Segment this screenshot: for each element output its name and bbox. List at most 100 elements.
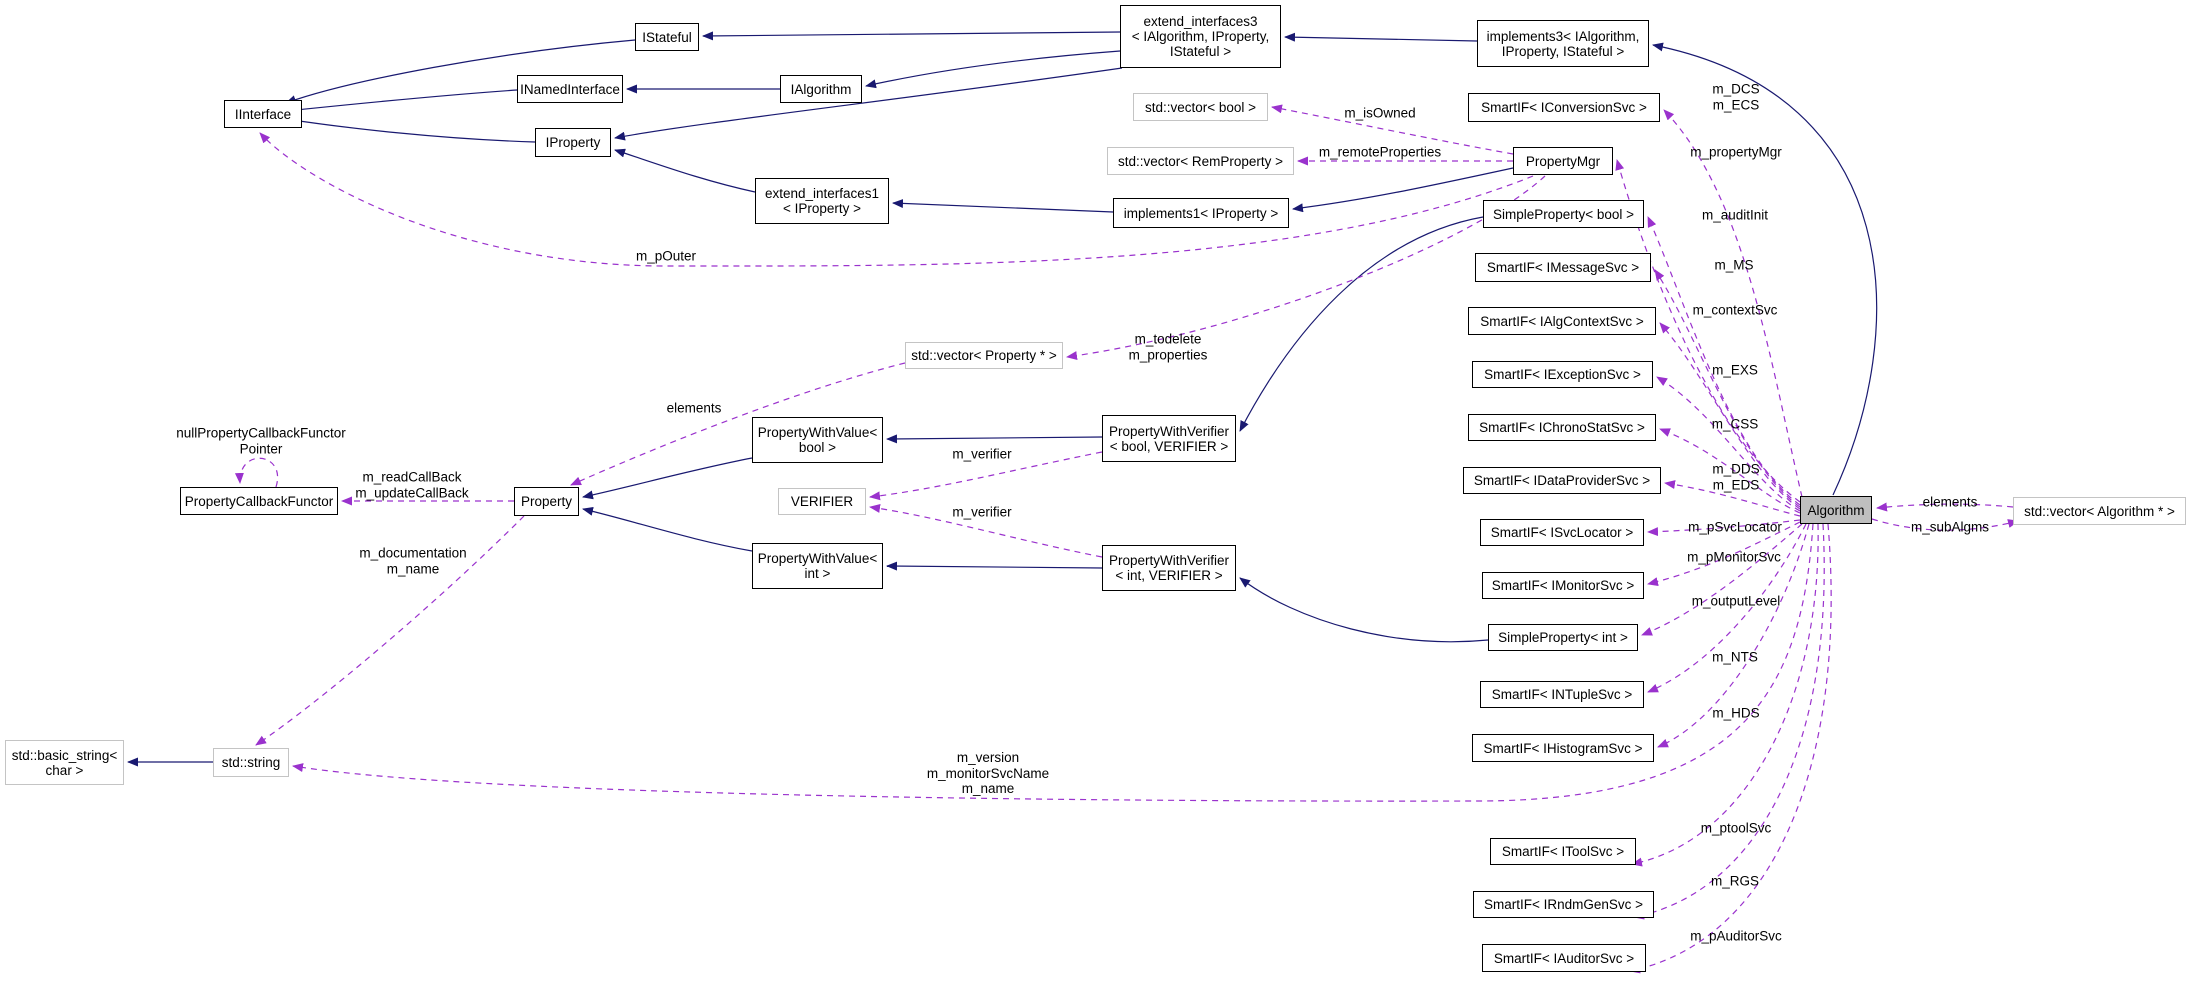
node-vec_property: std::vector< Property * > [905,342,1063,369]
node-property[interactable]: Property [514,487,579,516]
edge-label-u_alg_monitor: m_pMonitorSvc [1687,549,1781,565]
edge-label-u_alg_spint: m_outputLevel [1691,593,1781,609]
edge-label-u_alg_algcontext: m_contextSvc [1692,302,1778,318]
edge-u_alg_dataprovider [1664,480,1801,517]
edge-s_ext3_ialg [865,50,1121,89]
edge-s_impl1_ext1 [892,199,1114,213]
node-smartif_algcontext[interactable]: SmartIF< IAlgContextSvc > [1468,307,1656,335]
edge-label-u_alg_exception: m_EXS [1712,362,1758,378]
edge-label-u_alg_histogram: m_HDS [1712,705,1760,721]
node-pwver_bool[interactable]: PropertyWithVerifier < bool, VERIFIER > [1102,415,1236,462]
edge-s_ext1_iprop [614,148,756,193]
node-impl1[interactable]: implements1< IProperty > [1113,198,1289,228]
edge-s_pwvi_prop [582,506,753,552]
edge-u_pcf_pcf [234,457,279,488]
edge-label-u_alg_vecalg: m_subAlgms [1910,519,1990,535]
edge-label-u_alg_string: m_version m_monitorSvcName m_name [926,749,1050,796]
edge-label-u_alg_tool: m_ptoolSvc [1700,820,1772,836]
edge-label-u_alg_message: m_MS [1714,257,1754,273]
edge-s_pmgr_impl1 [1292,167,1514,213]
edge-s_inamed_iinterface [285,89,518,115]
node-simpleprop_int[interactable]: SimpleProperty< int > [1488,624,1638,651]
edge-u_alg_tool [1631,523,1819,867]
node-pwver_int[interactable]: PropertyWithVerifier < int, VERIFIER > [1102,545,1236,591]
node-smartif_histogram[interactable]: SmartIF< IHistogramSvc > [1472,734,1654,762]
node-inamedinterface[interactable]: INamedInterface [517,75,623,103]
node-algorithm: Algorithm [1800,496,1872,524]
node-pwv_int[interactable]: PropertyWithValue< int > [752,543,883,589]
node-impl3[interactable]: implements3< IAlgorithm, IProperty, ISta… [1477,20,1649,67]
node-smartif_auditor[interactable]: SmartIF< IAuditorSvc > [1482,944,1646,972]
node-smartif_svclocator[interactable]: SmartIF< ISvcLocator > [1480,519,1644,546]
edge-u_alg_spbool [1647,216,1801,506]
edge-s_pwverb_pwvb [886,434,1103,444]
node-vec_remprop: std::vector< RemProperty > [1107,147,1294,175]
node-ext1[interactable]: extend_interfaces1 < IProperty > [755,178,889,224]
edge-s_istateful_iinterface [285,39,636,104]
edge-label-u_pwverb_verifier: m_verifier [952,446,1012,462]
edge-s_alg_impl3 [1652,42,1878,496]
edge-s_impl3_ext3 [1284,32,1478,42]
edge-s_iprop_iinterface [285,116,536,143]
node-smartif_dataprovider[interactable]: SmartIF< IDataProviderSvc > [1463,467,1661,494]
edge-u_vecprop_prop [570,362,906,486]
edge-u_alg_spint [1641,523,1803,636]
edge-u_alg_svclocator [1647,519,1801,537]
edge-label-u_pwveri_verifier: m_verifier [952,504,1012,520]
node-ext3[interactable]: extend_interfaces3 < IAlgorithm, IProper… [1120,5,1281,68]
edge-u_alg_rndmgen [1633,523,1825,920]
node-iproperty[interactable]: IProperty [535,128,611,157]
edge-u_alg_chronostat [1659,428,1801,514]
edge-label-u_pmgr_vecprop: m_todelete m_properties [1128,331,1208,363]
edge-u_pwverb_verifier [869,451,1103,501]
edge-s_pwveri_pwvi [886,561,1103,571]
edge-s_ext3_iprop [614,67,1123,141]
edge-label-u_prop_pcf: m_readCallBack m_updateCallBack [355,469,469,501]
node-smartif_ntuple[interactable]: SmartIF< INTupleSvc > [1480,681,1644,708]
edge-label-u_prop_string: m_documentation m_name [359,545,467,577]
node-pcf[interactable]: PropertyCallbackFunctor [180,487,338,515]
node-smartif_tool[interactable]: SmartIF< IToolSvc > [1490,838,1636,865]
node-smartif_rndmgen[interactable]: SmartIF< IRndmGenSvc > [1473,891,1654,918]
edge-s_pwvb_prop [582,457,753,500]
edge-u_alg_algcontext [1659,322,1801,510]
edge-label-u_alg_ntuple: m_NTS [1712,649,1758,665]
edge-label-u_alg_spbool: m_auditInit [1701,207,1769,223]
edge-u_vecalg_alg [1876,502,2014,512]
edge-u_alg_string [292,523,1814,802]
edge-label-u_alg_rndmgen: m_RGS [1710,873,1760,889]
edge-u_pwveri_verifier [869,504,1103,558]
edge-u_alg_exception [1656,376,1801,512]
node-propertymgr[interactable]: PropertyMgr [1513,147,1613,175]
node-iinterface[interactable]: IInterface [224,100,302,128]
edge-label-u_alg_conversion: m_DCS m_ECS [1712,81,1760,113]
edge-u_alg_message [1654,269,1801,508]
edge-label-u_vecalg_alg: elements [1922,494,1978,510]
edge-u_pmgr_vecbool [1271,104,1514,155]
edge-u_pmgr_iinterface [259,132,1534,267]
edge-label-u_alg_pmgr: m_propertyMgr [1690,144,1782,160]
edge-s_spb_pwverb [1239,216,1484,432]
node-vec_algorithm: std::vector< Algorithm * > [2013,497,2186,525]
node-smartif_exception[interactable]: SmartIF< IExceptionSvc > [1472,361,1653,388]
node-istateful[interactable]: IStateful [635,23,699,51]
edge-u_alg_auditor [1629,523,1832,974]
node-smartif_conversion[interactable]: SmartIF< IConversionSvc > [1468,93,1660,122]
node-smartif_chronostat[interactable]: SmartIF< IChronoStatSvc > [1468,414,1656,441]
node-pwv_bool[interactable]: PropertyWithValue< bool > [752,417,883,463]
edge-s_spi_pwveri [1239,577,1489,643]
edge-u_prop_string [255,515,525,746]
node-simpleprop_bool[interactable]: SimpleProperty< bool > [1483,200,1644,228]
node-smartif_message[interactable]: SmartIF< IMessageSvc > [1475,253,1651,282]
edge-label-u_alg_dataprovider: m_DDS m_EDS [1712,461,1760,493]
edge-s_ext3_istateful [702,31,1121,41]
edge-label-u_alg_chronostat: m_CSS [1711,416,1759,432]
node-vec_bool: std::vector< bool > [1133,93,1268,121]
edge-label-u_pmgr_iinterface: m_pOuter [635,248,697,264]
node-basic_string: std::basic_string< char > [5,740,124,785]
node-ialgorithm[interactable]: IAlgorithm [780,75,862,103]
edge-label-u_alg_svclocator: m_pSvcLocator [1688,519,1782,535]
node-verifier: VERIFIER [778,488,866,515]
node-smartif_monitor[interactable]: SmartIF< IMonitorSvc > [1482,572,1644,599]
